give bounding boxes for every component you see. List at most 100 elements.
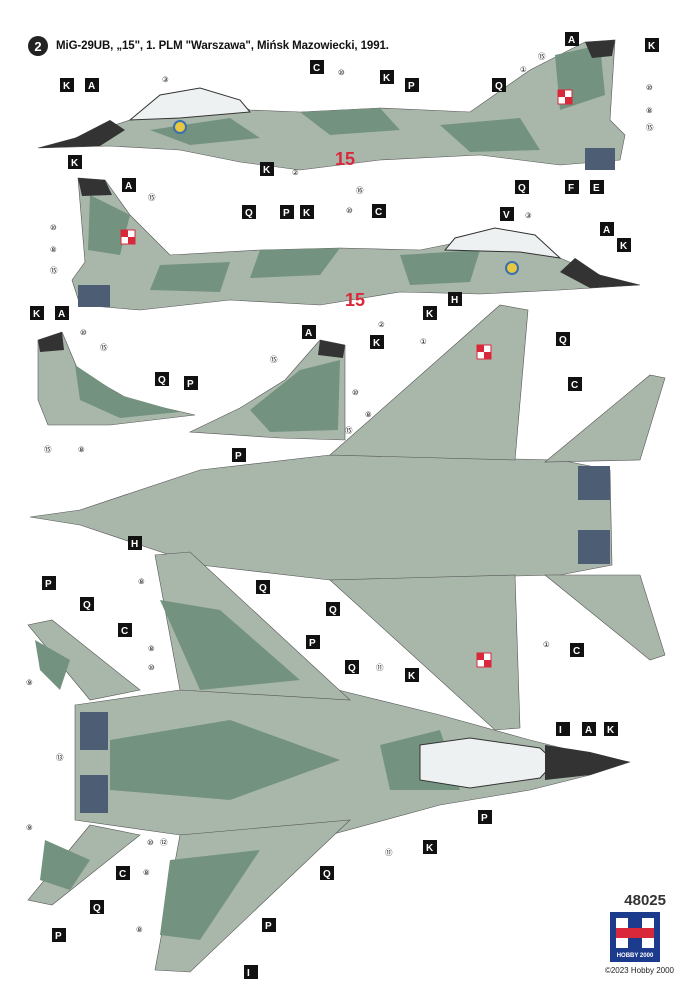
callout-k: K [426, 843, 434, 854]
marker-15: ⑮ [44, 445, 52, 454]
callout-labels: K A C K K P Q A K Q F E K A Q P K C V A … [30, 32, 659, 979]
nose-radome [560, 258, 640, 288]
callout-i: I [559, 725, 562, 736]
marker-16: ⑯ [356, 186, 364, 195]
camo-patch [160, 850, 260, 940]
fin-tip [318, 340, 345, 358]
fin-view-outer [188, 339, 346, 441]
fin-tip [38, 332, 64, 352]
profile-header: 2 MiG-29UB, „15", 1. PLM "Warszawa", Miń… [28, 36, 389, 56]
callout-q: Q [348, 663, 356, 674]
marker-10: ⑩ [346, 206, 353, 215]
callout-q: Q [83, 600, 91, 611]
marker-8: ⑧ [143, 868, 150, 877]
fin-tip [78, 178, 112, 196]
callout-c: C [313, 63, 320, 74]
callout-i: I [247, 968, 250, 979]
marker-8: ⑧ [78, 445, 85, 454]
engine-nozzle [578, 466, 610, 500]
camo-patch [35, 640, 70, 690]
copyright-note: ©2023 Hobby 2000 [604, 966, 674, 975]
callout-k: K [33, 309, 41, 320]
profile-title: MiG-29UB, „15", 1. PLM "Warszawa", Mińsk… [56, 40, 389, 52]
callout-p: P [55, 931, 62, 942]
marker-11: ⑪ [385, 848, 393, 857]
callout-a: A [125, 181, 132, 192]
callout-k: K [63, 81, 71, 92]
marker-3: ③ [525, 211, 532, 220]
callout-k: K [71, 158, 79, 169]
tailplane-lower [544, 574, 666, 661]
camo-patch [150, 118, 260, 145]
logo-text: HOBBY 2000 [617, 953, 654, 959]
callout-h: H [451, 295, 458, 306]
callout-c: C [121, 626, 128, 637]
marker-10: ⑩ [147, 838, 154, 847]
marker-10: ⑩ [352, 388, 359, 397]
marker-1: ① [420, 337, 427, 346]
side-profile-left: 15 [71, 177, 641, 311]
national-roundel [120, 229, 136, 245]
marker-3: ③ [162, 75, 169, 84]
marker-2: ② [292, 168, 299, 177]
marker-8: ⑧ [136, 925, 143, 934]
callout-c: C [573, 646, 580, 657]
marker-15: ⑮ [345, 426, 353, 435]
callout-p: P [408, 81, 415, 92]
national-roundel [476, 652, 492, 668]
tactical-number: 15 [345, 290, 365, 310]
callout-f: F [568, 183, 574, 194]
callout-p: P [283, 208, 290, 219]
callout-q: Q [559, 335, 567, 346]
engine-nozzle [78, 285, 110, 307]
callout-a: A [568, 35, 575, 46]
callout-p: P [235, 451, 242, 462]
callout-h: H [131, 539, 138, 550]
nose-radome [38, 120, 125, 148]
camo-patch [110, 720, 340, 800]
callout-a: A [585, 725, 592, 736]
callout-q: Q [323, 869, 331, 880]
engine-nozzle [585, 148, 615, 170]
callout-p: P [265, 921, 272, 932]
callout-v: V [503, 210, 510, 221]
stencil-markers: ③ ⑩ ② ⑯ ⑮ ① ⑩ ⑧ ⑮ ⑮ ⑩ ⑧ ⑮ ⑩ ③ ② ⑩ ⑮ ⑧ ⑮ … [26, 52, 654, 934]
camo-patch [160, 600, 300, 690]
camo-patch [400, 250, 480, 285]
marker-11: ⑪ [376, 663, 384, 672]
marker-2: ② [378, 320, 385, 329]
marker-15: ⑮ [270, 355, 278, 364]
camo-patch [440, 118, 540, 152]
marker-8: ⑧ [148, 644, 155, 653]
marker-1: ① [543, 640, 550, 649]
callout-q: Q [158, 375, 166, 386]
unit-emblem [173, 120, 187, 134]
nose-radome [545, 745, 630, 780]
callout-q: Q [329, 605, 337, 616]
marker-13: ⑬ [56, 753, 64, 762]
callout-q: Q [495, 81, 503, 92]
callout-a: A [603, 225, 610, 236]
callout-q: Q [245, 208, 253, 219]
callout-c: C [571, 380, 578, 391]
callout-k: K [303, 208, 311, 219]
fuselage-side-right [37, 39, 626, 171]
marker-10: ⑩ [338, 68, 345, 77]
engine-nozzle [80, 775, 108, 813]
marker-1: ① [520, 65, 527, 74]
kit-number: 48025 [624, 892, 666, 909]
canopy [128, 87, 251, 121]
engine-nozzle [578, 530, 610, 564]
marker-8: ⑧ [50, 245, 57, 254]
tactical-number: 15 [335, 149, 355, 169]
marker-10: ⑩ [646, 83, 653, 92]
callout-k: K [607, 725, 615, 736]
callout-p: P [481, 813, 488, 824]
callout-q: Q [93, 903, 101, 914]
callout-e: E [593, 183, 600, 194]
marker-10: ⑩ [148, 663, 155, 672]
callout-k: K [408, 671, 416, 682]
marker-15: ⑮ [50, 266, 58, 275]
callout-c: C [375, 207, 382, 218]
